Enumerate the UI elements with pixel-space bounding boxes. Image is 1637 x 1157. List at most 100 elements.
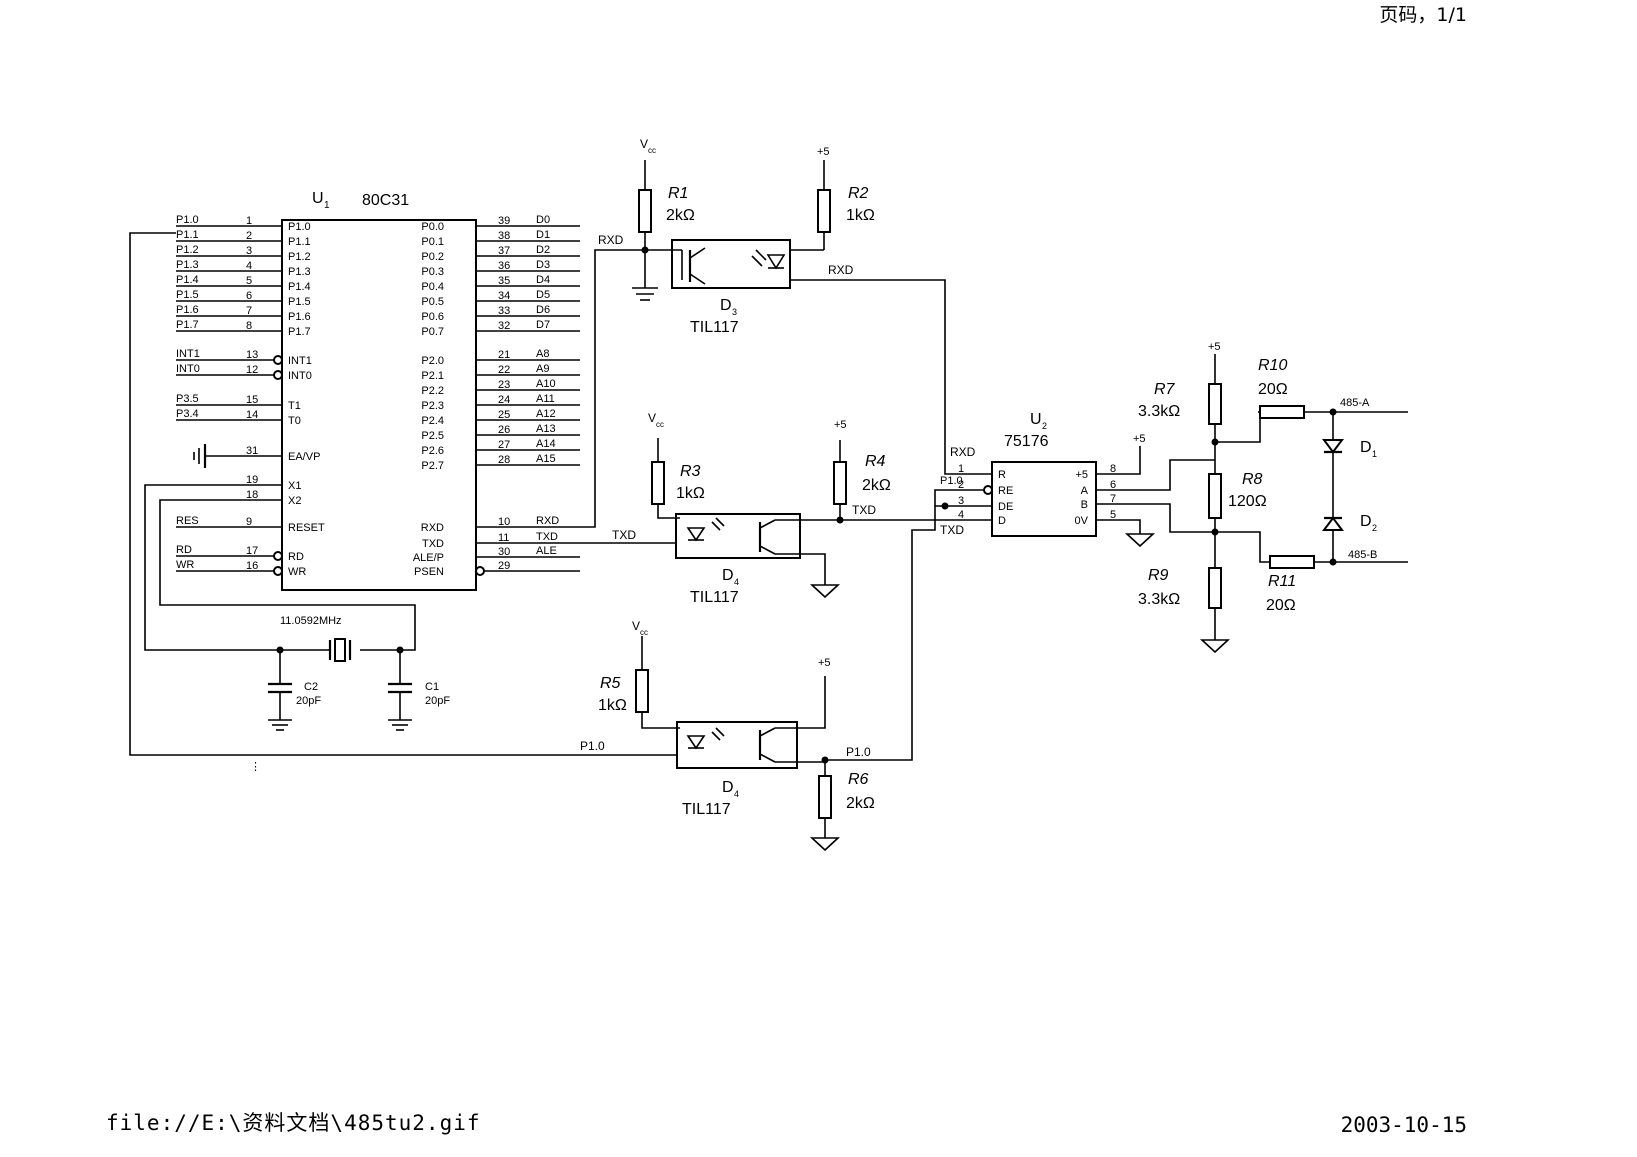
u1-pin-net: D7 [536,319,550,331]
u1-pin-name: TXD [422,538,444,550]
rxd-label-d3: RXD [598,233,624,247]
u1-pin-net: P1.6 [176,304,199,316]
u1-pin-name: P2.0 [421,355,444,367]
u1-microcontroller: U 1 80C31 P1.01P1.0P1.12P1.1P1.23P1.2P1.… [176,190,580,591]
svg-text:cc: cc [640,628,648,637]
svg-text:+5: +5 [1208,341,1221,353]
crystal-circuit: 11.0592MHz C2 20pF C1 20pF ⋮ [144,484,450,773]
u2-pin-name: RE [998,485,1013,497]
u2-pin-number: 3 [958,495,964,507]
net-485a: 485-A [1340,397,1370,409]
r9-val: 3.3kΩ [1138,591,1180,608]
u1-pin-number: 12 [246,364,258,376]
u1-pin-name: P1.6 [288,311,311,323]
u1-pin-name: P2.6 [421,445,444,457]
svg-text:cc: cc [656,420,664,429]
u1-pin-name: X2 [288,495,301,507]
u1-pin-number: 1 [246,215,252,227]
page-number: 页码，1/1 [1379,4,1467,26]
u1-pin-number: 8 [246,320,252,332]
u1-pin-name: WR [288,566,306,578]
r2-resistor [817,189,831,233]
u1-pin-net: INT1 [176,348,200,360]
u2-pin-name: DE [998,501,1013,513]
d1-ref: D [1360,439,1372,456]
u2-pin-number: 4 [958,509,964,521]
u1-pin-name: P2.3 [421,400,444,412]
svg-text:V: V [632,619,640,633]
inversion-bubble [475,566,485,576]
u1-pin-number: 4 [246,260,252,272]
u1-pin-net: RXD [536,515,559,527]
r3-val: 1kΩ [676,485,705,502]
ea-ground [193,444,282,468]
u2-pin-number: 5 [1110,509,1116,521]
u1-pin-number: 11 [498,532,509,544]
p10-wire [129,232,677,756]
txd-label-d4: TXD [612,528,636,542]
u2-pin-name: +5 [1075,469,1088,481]
u1-pin-number: 38 [498,230,510,242]
u1-pin-net: D6 [536,304,550,316]
u1-pin-name: P2.2 [421,385,444,397]
rxd-label-u2: RXD [828,263,854,277]
u1-pin-name: P2.7 [421,460,444,472]
u1-pin-net: D5 [536,289,550,301]
u1-pin-number: 17 [246,545,258,557]
u1-pin-net: RES [176,515,199,527]
u1-pin-number: 34 [498,290,510,302]
u1-pin-net: P1.0 [176,214,199,226]
u1-pin-net: A11 [536,393,555,405]
file-path: file://E:\资料文档\485tu2.gif [106,1111,481,1135]
u1-pin-number: 9 [246,516,252,528]
u1-pin-net: ALE [536,545,557,557]
u1-pin-net: P3.4 [176,408,199,420]
u1-pin-name: P0.6 [421,311,444,323]
u1-pin-net: D2 [536,244,550,256]
u1-pin-number: 13 [246,349,258,361]
opto-d4-txd: V cc R3 1kΩ +5 R4 2kΩ TXD TXD D 4 TIL117 [648,411,992,606]
r11-val: 20Ω [1266,597,1296,614]
u1-pin-name: RESET [288,522,325,534]
u1-pin-net: P1.3 [176,259,199,271]
u1-pin-net: WR [176,559,194,571]
u1-pin-number: 39 [498,215,510,227]
d4b-part: TIL117 [682,801,731,818]
u1-pin-name: PSEN [414,566,444,578]
opto-d4-p10: V cc R5 1kΩ +5 R6 2kΩ P1.0 D 4 TIL117 [598,489,992,852]
u1-pin-net: A8 [536,348,549,360]
svg-text:⋮: ⋮ [250,761,261,773]
u1-pin-number: 22 [498,364,510,376]
u1-pin-name: T0 [288,415,301,427]
r9-ref: R9 [1148,567,1169,584]
txd-label-right: TXD [852,503,876,517]
svg-text:D: D [720,297,732,314]
u1-pin-name: P2.4 [421,415,444,427]
u1-pin-name: P0.0 [421,221,444,233]
u1-pin-name: EA/VP [288,451,320,463]
u1-pin-name: P0.4 [421,281,444,293]
u1-pin-name: P1.5 [288,296,311,308]
r2-ref: R2 [848,185,869,202]
u2-pin-number: 6 [1110,479,1116,491]
c1-ref: C1 [425,681,439,693]
r1-resistor [638,189,652,233]
net-485b: 485-B [1348,549,1377,561]
r10-ref: R10 [1258,357,1287,374]
u1-pin-name: P1.3 [288,266,311,278]
r3-ref: R3 [680,463,701,480]
crystal-freq: 11.0592MHz [280,615,342,627]
u1-pin-net: P1.2 [176,244,199,256]
r8-ref: R8 [1242,471,1263,488]
u1-pin-name: P1.2 [288,251,311,263]
u1-pin-name: RD [288,551,304,563]
u2-pin-name: A [1081,485,1089,497]
u1-pin-name: X1 [288,480,301,492]
svg-text:+5: +5 [818,657,831,669]
c1-val: 20pF [425,695,450,707]
d4a-part: TIL117 [690,589,739,606]
svg-text:+5: +5 [817,146,830,158]
r1-val: 2kΩ [666,207,695,224]
